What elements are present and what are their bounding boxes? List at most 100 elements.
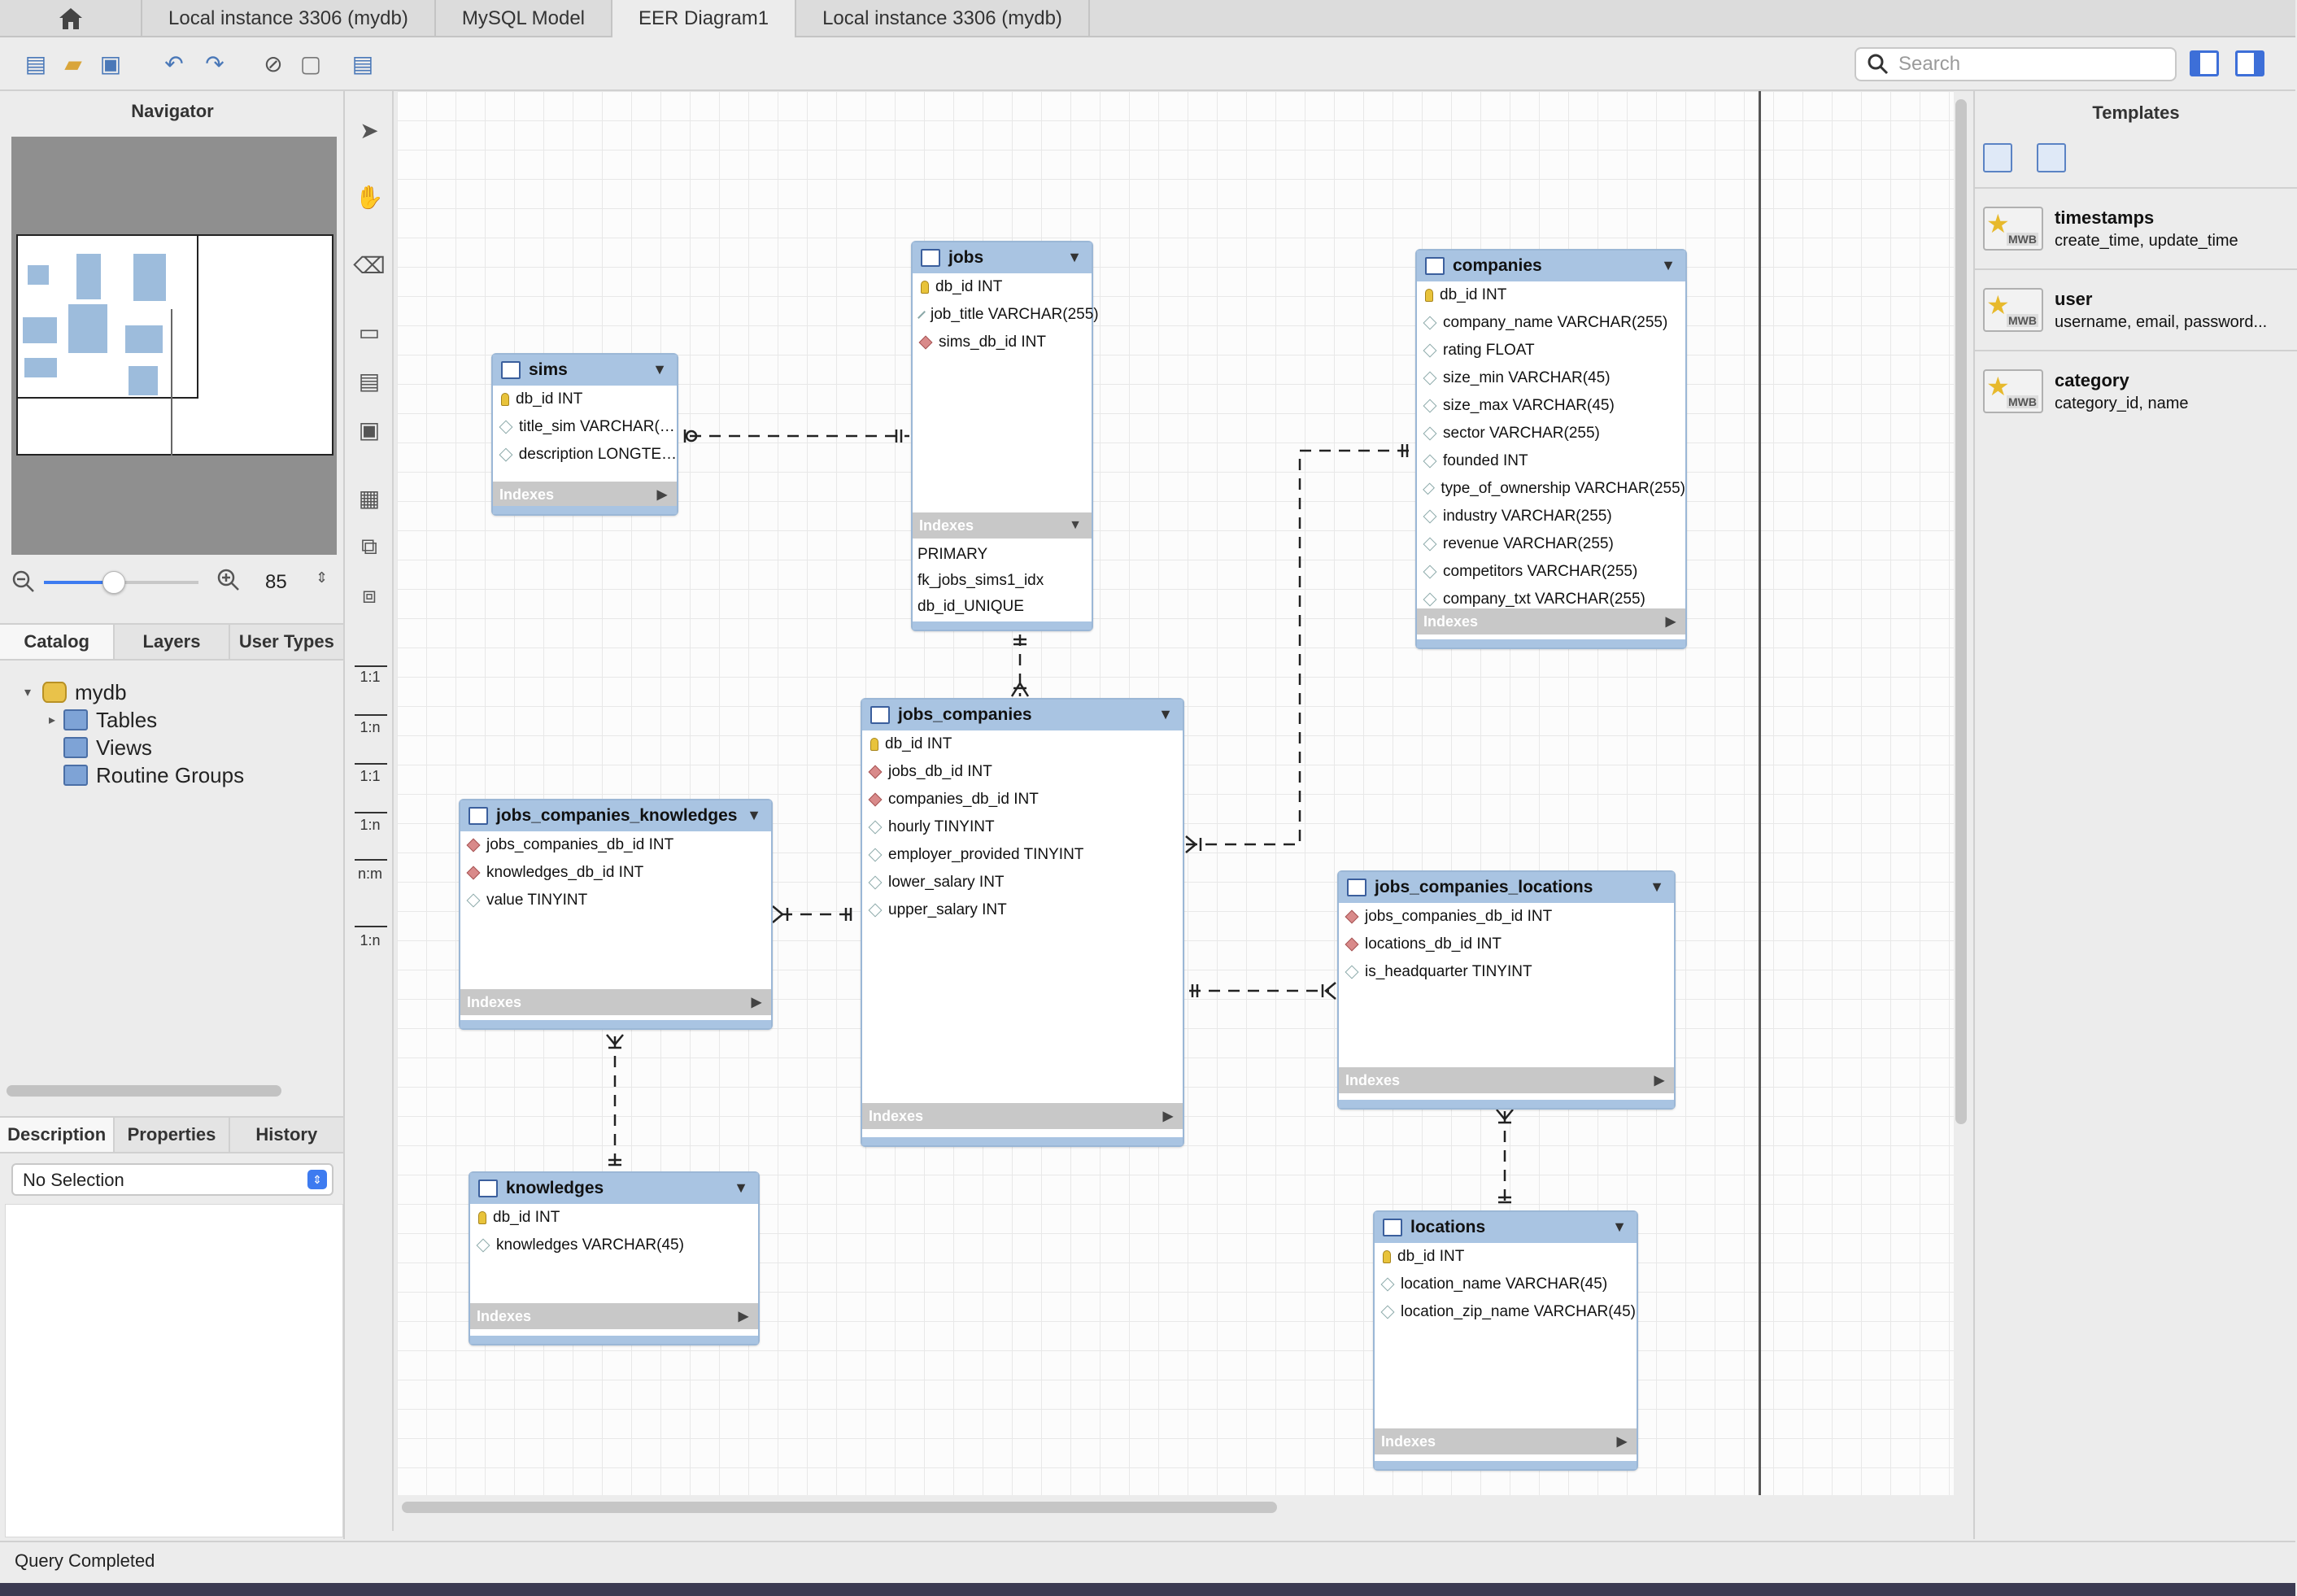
hand-tool[interactable]: ✋	[353, 181, 386, 213]
relation-1-1-identifying[interactable]: 1:1	[360, 768, 381, 784]
search-box[interactable]	[1855, 47, 2177, 81]
collapse-arrow-icon[interactable]: ▼	[1158, 706, 1173, 722]
er-column[interactable]: db_id INT	[1375, 1243, 1637, 1271]
er-column[interactable]: size_max VARCHAR(45)	[1417, 392, 1685, 420]
indexes-section-header[interactable]: Indexes▶	[862, 1103, 1183, 1129]
er-column[interactable]: upper_salary INT	[862, 896, 1183, 924]
collapse-arrow-icon[interactable]: ▼	[1661, 257, 1676, 273]
pointer-tool[interactable]: ➤	[353, 114, 386, 146]
toggle-grid-button[interactable]: ⊘	[259, 49, 288, 78]
tab-user-types[interactable]: User Types	[230, 625, 345, 659]
er-column[interactable]: value TINYINT	[460, 887, 771, 914]
er-column[interactable]: title_sim VARCHAR(…	[493, 413, 677, 441]
new-diagram-button[interactable]: ▤	[348, 49, 377, 78]
align-button[interactable]: ▢	[296, 49, 325, 78]
tab-history[interactable]: History	[230, 1118, 345, 1152]
tab-properties[interactable]: Properties	[115, 1118, 230, 1152]
canvas-vertical-scrollbar[interactable]	[1955, 99, 1967, 1124]
expand-right-icon[interactable]: ▶	[1162, 1110, 1173, 1123]
zoom-stepper-icon[interactable]: ⇕	[316, 569, 329, 586]
er-column[interactable]: type_of_ownership VARCHAR(255)	[1417, 475, 1685, 503]
tab-eer-diagram[interactable]: EER Diagram1	[612, 0, 797, 37]
er-column[interactable]: locations_db_id INT	[1339, 931, 1674, 958]
indexes-section-header[interactable]: Indexes▶	[470, 1303, 758, 1329]
new-model-button[interactable]: ▤	[21, 49, 50, 78]
er-column[interactable]: size_min VARCHAR(45)	[1417, 364, 1685, 392]
image-tool[interactable]: ▣	[353, 413, 386, 446]
collapse-arrow-icon[interactable]: ▼	[1067, 249, 1082, 265]
er-table-header[interactable]: jobs_companies▼	[862, 700, 1183, 730]
routine-group-tool[interactable]: ⧈	[353, 579, 386, 612]
er-table-header[interactable]: jobs▼	[913, 242, 1092, 273]
description-area[interactable]	[5, 1204, 343, 1537]
er-column[interactable]: company_txt VARCHAR(255)	[1417, 586, 1685, 613]
expand-right-icon[interactable]: ▶	[738, 1310, 748, 1323]
open-model-button[interactable]: ▰	[59, 49, 88, 78]
er-column[interactable]: location_name VARCHAR(45)	[1375, 1271, 1637, 1298]
er-column[interactable]: location_zip_name VARCHAR(45)	[1375, 1298, 1637, 1326]
er-column[interactable]: jobs_db_id INT	[862, 758, 1183, 786]
index-item[interactable]: db_id_UNIQUE	[917, 598, 1024, 615]
home-tab[interactable]	[0, 0, 142, 37]
tab-local-instance-1[interactable]: Local instance 3306 (mydb)	[142, 0, 436, 37]
expand-right-icon[interactable]: ▶	[656, 488, 667, 502]
indexes-section-header[interactable]: Indexes▶	[460, 989, 771, 1015]
er-column[interactable]: db_id INT	[1417, 281, 1685, 309]
er-column[interactable]: hourly TINYINT	[862, 813, 1183, 841]
er-table-header[interactable]: jobs_companies_knowledges▼	[460, 800, 771, 831]
er-column[interactable]: description LONGTE…	[493, 441, 677, 469]
collapse-arrow-icon[interactable]: ▼	[652, 361, 667, 377]
zoom-slider[interactable]	[44, 571, 198, 594]
expand-right-icon[interactable]: ▶	[1654, 1074, 1664, 1088]
er-table-header[interactable]: companies▼	[1417, 251, 1685, 281]
edit-templates-icon[interactable]	[1983, 143, 2012, 172]
er-column[interactable]: sims_db_id INT	[913, 329, 1092, 356]
er-column[interactable]: db_id INT	[470, 1204, 758, 1232]
view-tool[interactable]: ⧉	[353, 530, 386, 563]
tab-description[interactable]: Description	[0, 1118, 116, 1152]
er-column[interactable]: founded INT	[1417, 447, 1685, 475]
table-tool[interactable]: ▦	[353, 482, 386, 514]
index-item[interactable]: fk_jobs_sims1_idx	[917, 572, 1044, 589]
tab-mysql-model[interactable]: MySQL Model	[436, 0, 613, 37]
er-column[interactable]: knowledges_db_id INT	[460, 859, 771, 887]
indexes-section-header[interactable]: Indexes▶	[493, 482, 677, 508]
er-column[interactable]: lower_salary INT	[862, 869, 1183, 896]
tree-item-schema[interactable]: ▾ mydb	[24, 678, 244, 706]
relation-1-n-identifying[interactable]: 1:n	[360, 817, 381, 833]
er-column[interactable]: industry VARCHAR(255)	[1417, 503, 1685, 530]
er-table-header[interactable]: jobs_companies_locations▼	[1339, 872, 1674, 903]
er-table-jobs-companies-locations[interactable]: jobs_companies_locations▼jobs_companies_…	[1337, 870, 1676, 1110]
zoom-slider-knob[interactable]	[102, 571, 125, 594]
collapse-arrow-icon[interactable]: ▼	[1650, 879, 1664, 895]
tree-item-tables[interactable]: ▸ Tables	[24, 706, 244, 734]
save-model-button[interactable]: ▣	[96, 49, 125, 78]
redo-button[interactable]: ↷	[200, 49, 229, 78]
er-column[interactable]: employer_provided TINYINT	[862, 841, 1183, 869]
toggle-right-panel-button[interactable]	[2235, 50, 2264, 76]
er-column[interactable]: sector VARCHAR(255)	[1417, 420, 1685, 447]
indexes-section-header[interactable]: Indexes▼	[913, 512, 1092, 539]
selection-dropdown[interactable]: No Selection ⇕	[11, 1163, 333, 1196]
collapse-arrow-icon[interactable]: ▼	[734, 1180, 748, 1196]
apply-template-icon[interactable]	[2037, 143, 2066, 172]
expand-right-icon[interactable]: ▶	[1616, 1435, 1627, 1449]
collapse-arrow-icon[interactable]: ▼	[1612, 1219, 1627, 1235]
navigator-minimap[interactable]	[11, 137, 337, 555]
er-column[interactable]: jobs_companies_db_id INT	[460, 831, 771, 859]
er-column[interactable]: db_id INT	[913, 273, 1092, 301]
note-tool[interactable]: ▤	[353, 364, 386, 397]
zoom-in-icon[interactable]	[216, 568, 241, 592]
zoom-out-icon[interactable]	[11, 569, 36, 594]
er-column[interactable]: rating FLOAT	[1417, 337, 1685, 364]
indexes-section-header[interactable]: Indexes▶	[1339, 1067, 1674, 1093]
er-column[interactable]: db_id INT	[493, 386, 677, 413]
